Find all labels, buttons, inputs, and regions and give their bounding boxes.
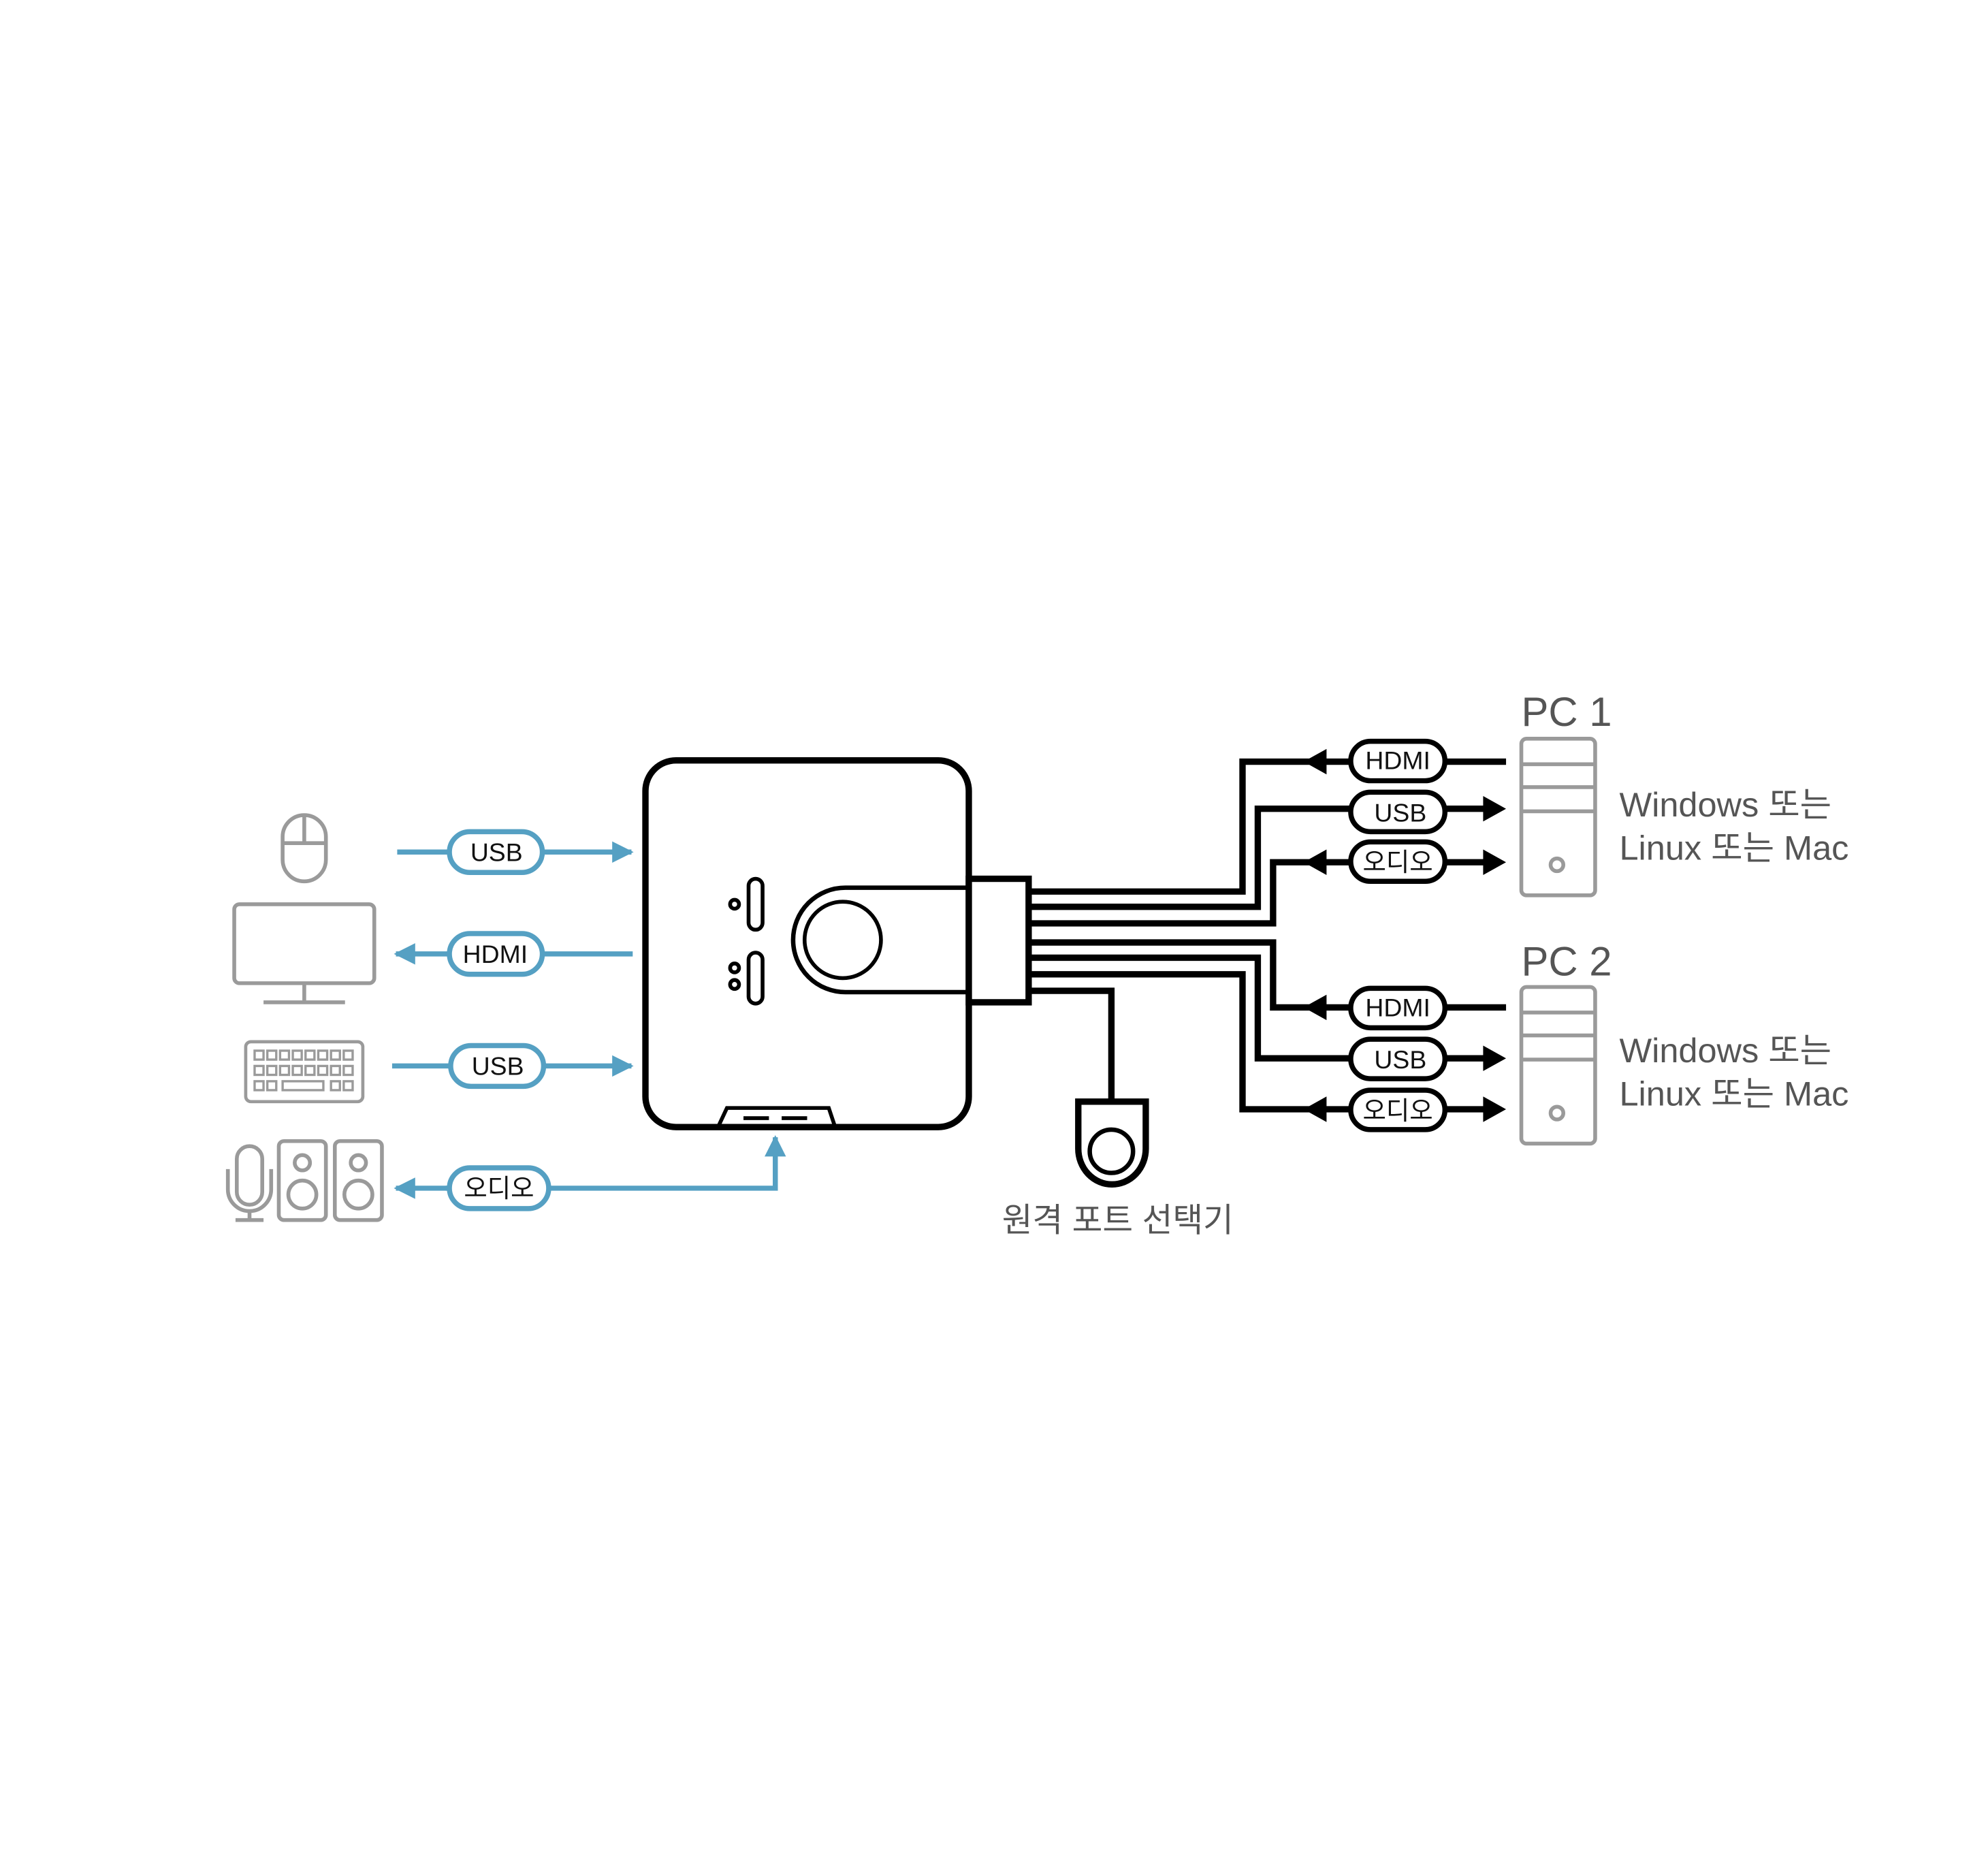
key	[304, 1049, 316, 1061]
pc2-os-line2: Linux 또는 Mac	[1619, 1074, 1848, 1113]
cable-label: USB	[470, 838, 523, 866]
key	[342, 1080, 354, 1092]
pill-pc1-hdmi: HDMI	[1348, 738, 1448, 784]
pc1-tower-icon	[1519, 737, 1597, 897]
key	[253, 1064, 265, 1077]
pill-pc2-usb: USB	[1348, 1036, 1448, 1081]
pill-pc2-audio: 오디오	[1348, 1087, 1448, 1132]
pill-left-monitor: HDMI	[447, 931, 545, 977]
key	[278, 1049, 291, 1061]
key	[266, 1080, 278, 1092]
cable-label: HDMI	[1365, 746, 1430, 775]
key	[266, 1064, 278, 1077]
port-select-button[interactable]	[802, 900, 883, 981]
key	[278, 1064, 291, 1077]
remote-port-selector[interactable]	[1075, 1098, 1149, 1188]
key	[266, 1049, 278, 1061]
pc2-os-line1: Windows 또는	[1619, 1031, 1831, 1070]
pc2-title: PC 2	[1521, 939, 1612, 985]
port-select-button-housing	[790, 885, 969, 995]
monitor-icon	[232, 902, 377, 1004]
pill-left-mouse: USB	[447, 829, 545, 875]
cable-label: 오디오	[464, 1174, 534, 1203]
key	[291, 1064, 303, 1077]
key	[317, 1049, 329, 1061]
key	[317, 1064, 329, 1077]
pill-pc2-hdmi: HDMI	[1348, 985, 1448, 1031]
cable-label: 오디오	[1363, 1096, 1433, 1125]
pill-pc1-usb: USB	[1348, 789, 1448, 835]
audio-cable	[445, 1134, 786, 1191]
port-led-2	[728, 951, 765, 1006]
bottom-audio-port	[716, 1106, 837, 1128]
key	[342, 1049, 354, 1061]
cable-connector	[965, 875, 1032, 1006]
speakers-icon	[276, 1139, 384, 1222]
key	[291, 1049, 303, 1061]
arrowheads	[1303, 748, 1507, 1122]
cable-label: HDMI	[1365, 993, 1430, 1021]
key	[304, 1064, 316, 1077]
key	[281, 1080, 325, 1092]
key	[342, 1064, 354, 1077]
port-led-1	[728, 876, 765, 932]
key	[330, 1064, 341, 1077]
cable-label: USB	[1374, 798, 1426, 827]
pc1-os-line1: Windows 또는	[1619, 785, 1831, 824]
key	[253, 1049, 265, 1061]
keyboard-icon	[244, 1040, 365, 1104]
pill-left-keyboard: USB	[448, 1043, 547, 1090]
cable-label: 오디오	[1363, 848, 1433, 876]
pc1-os-line2: Linux 또는 Mac	[1619, 829, 1848, 868]
key	[330, 1049, 341, 1061]
remote-cable	[1028, 987, 1115, 1102]
pc1-title: PC 1	[1521, 689, 1612, 735]
cable-label: HDMI	[463, 940, 528, 968]
remote-label: 원격 포트 선택기	[1002, 1203, 1234, 1239]
key	[330, 1080, 341, 1092]
kvm-switch	[642, 757, 1032, 1130]
pill-left-audio: 오디오	[447, 1165, 551, 1211]
key	[253, 1080, 265, 1092]
pc2-tower-icon	[1519, 985, 1597, 1146]
cable-label: USB	[1374, 1045, 1426, 1074]
microphone-icon	[225, 1144, 274, 1222]
mouse-icon	[281, 813, 328, 884]
pill-pc1-audio: 오디오	[1348, 839, 1448, 885]
cable-label: USB	[472, 1051, 524, 1080]
